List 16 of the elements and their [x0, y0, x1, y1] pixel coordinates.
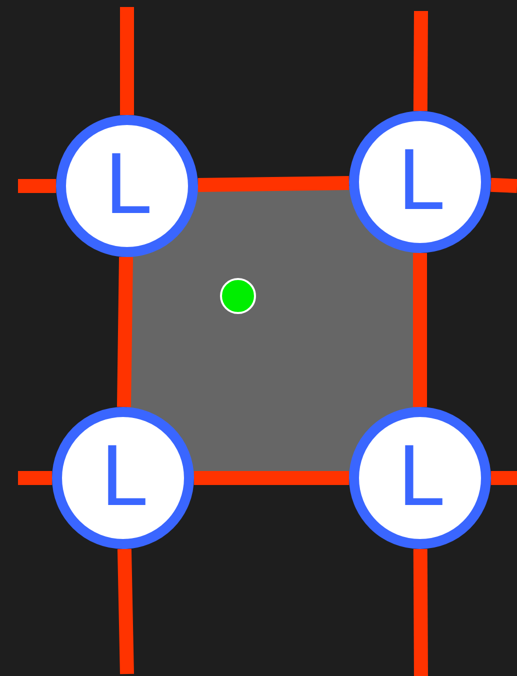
line — [491, 471, 517, 485]
line — [18, 471, 52, 485]
node-circle: L — [349, 407, 491, 549]
node-circle: L — [56, 115, 198, 257]
line — [117, 548, 134, 674]
node-circle: L — [349, 111, 491, 253]
line — [18, 179, 56, 193]
line — [198, 176, 350, 192]
line — [116, 256, 134, 408]
line — [490, 178, 517, 193]
line — [413, 548, 428, 676]
line — [413, 253, 427, 407]
node-circle: L — [52, 407, 194, 549]
line — [194, 471, 349, 485]
line — [120, 7, 134, 115]
line — [413, 10, 428, 112]
